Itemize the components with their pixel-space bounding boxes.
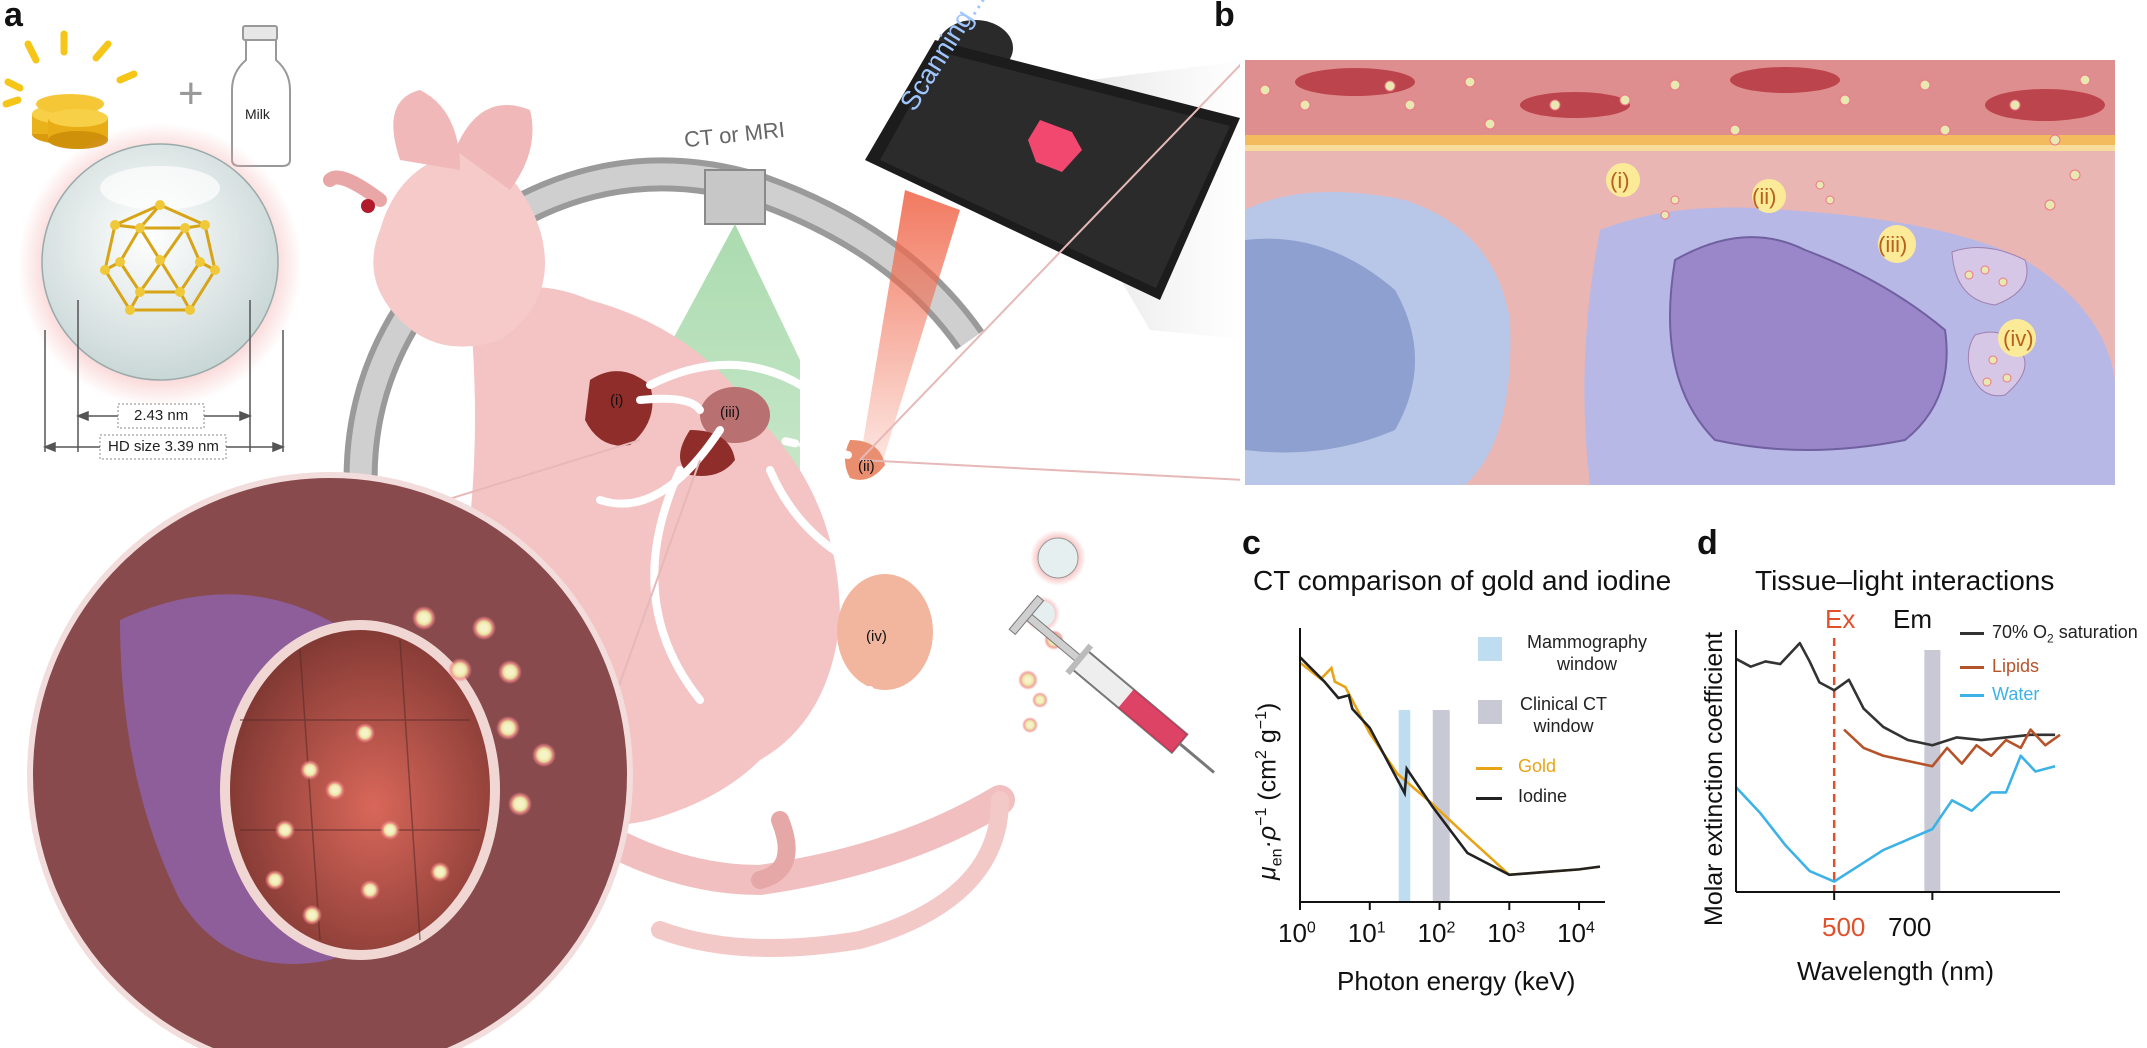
legend-lipids-swatch <box>1960 666 1984 669</box>
nanoparticles <box>265 606 556 925</box>
organ-label-ii: (ii) <box>858 458 875 475</box>
dimension-lines <box>42 300 286 453</box>
panel-d-letter: d <box>1697 524 1718 562</box>
ct-chart <box>1299 628 1605 910</box>
c-band-mammography <box>1398 710 1411 902</box>
c-series-iodine <box>1299 656 1601 877</box>
legend-ct-swatch <box>1478 700 1502 724</box>
c-ylabel: μen·ρ−1 (cm2 g−1) <box>1253 702 1286 880</box>
c-xtick-label: 104 <box>1557 918 1595 948</box>
heart-organ <box>585 371 653 446</box>
panel-c-letter: c <box>1242 524 1261 562</box>
d-xtick-500: 500 <box>1822 912 1866 942</box>
d-series-water <box>1735 754 2056 883</box>
syringe-icon <box>1008 530 1216 774</box>
blood-vessel-zoom <box>27 472 633 1048</box>
circulation-arrows <box>596 360 874 774</box>
stage-label-ii: (ii) <box>1752 184 1777 209</box>
legend-o2-swatch <box>1960 632 1984 635</box>
panel-a-letter: a <box>4 0 23 34</box>
milk-label: Milk <box>245 106 270 122</box>
legend-lipids-label: Lipids <box>1992 656 2040 676</box>
panel-c-title: CT comparison of gold and iodine <box>1253 565 1672 596</box>
d-xtick-700: 700 <box>1888 912 1932 942</box>
stage-label-iv: (iv) <box>2003 326 2034 351</box>
plus-icon: + <box>178 69 204 118</box>
tissue-light-chart <box>1735 630 2061 900</box>
organ-label-iv: (iv) <box>866 628 887 645</box>
organ-label-i: (i) <box>610 392 624 409</box>
d-ylabel: Molar extinction coefficient <box>1700 631 1728 926</box>
d-series-o2-saturation <box>1735 641 2056 747</box>
bladder-organ <box>837 574 933 690</box>
stage-label-i: (i) <box>1610 168 1630 193</box>
panel-a-illustration: + <box>2 20 1240 1048</box>
organ-label-iii: (iii) <box>720 404 740 421</box>
legend-water-label: Water <box>1992 684 2040 704</box>
legend-gold-swatch <box>1476 767 1502 770</box>
legend-gold-label: Gold <box>1518 756 1557 776</box>
ct-mri-ring <box>343 157 984 564</box>
d-xlabel: Wavelength (nm) <box>1797 956 1994 986</box>
legend-iodine-label: Iodine <box>1518 786 1568 806</box>
legend-o2-label: 70% O2 saturation <box>1992 622 2138 646</box>
d-series-lipids <box>1843 728 2061 768</box>
panel-b-nanoparticles <box>1259 74 2091 387</box>
d-em-band <box>1924 650 1941 892</box>
c-band-clinical-ct <box>1432 710 1450 902</box>
legend-mammo-swatch <box>1478 637 1502 661</box>
stage-label-iii: (iii) <box>1878 232 1908 257</box>
core-size-label: 2.43 nm <box>134 407 189 424</box>
fluorescence-spot <box>1028 120 1082 172</box>
c-xtick-label: 101 <box>1347 918 1386 948</box>
gold-nanocluster-icon <box>100 200 220 315</box>
legend-iodine-swatch <box>1476 797 1502 800</box>
smartphone-icon <box>865 20 1240 300</box>
optical-beam <box>860 190 960 470</box>
c-xtick-label: 102 <box>1417 918 1456 948</box>
c-xtick-label: 103 <box>1487 918 1526 948</box>
panel-b-illustration <box>1245 60 2115 485</box>
legend-water-swatch <box>1960 694 1984 697</box>
ex-label: Ex <box>1825 604 1856 634</box>
c-xtick-label: 100 <box>1278 918 1316 948</box>
panel-b-letter: b <box>1214 0 1235 34</box>
organs <box>585 371 933 690</box>
em-label: Em <box>1893 604 1932 634</box>
milk-bottle-icon <box>231 25 291 167</box>
hd-size-label: HD size 3.39 nm <box>108 438 219 455</box>
c-xlabel: Photon energy (keV) <box>1337 966 1576 996</box>
panel-d-title: Tissue–light interactions <box>1755 565 2055 596</box>
